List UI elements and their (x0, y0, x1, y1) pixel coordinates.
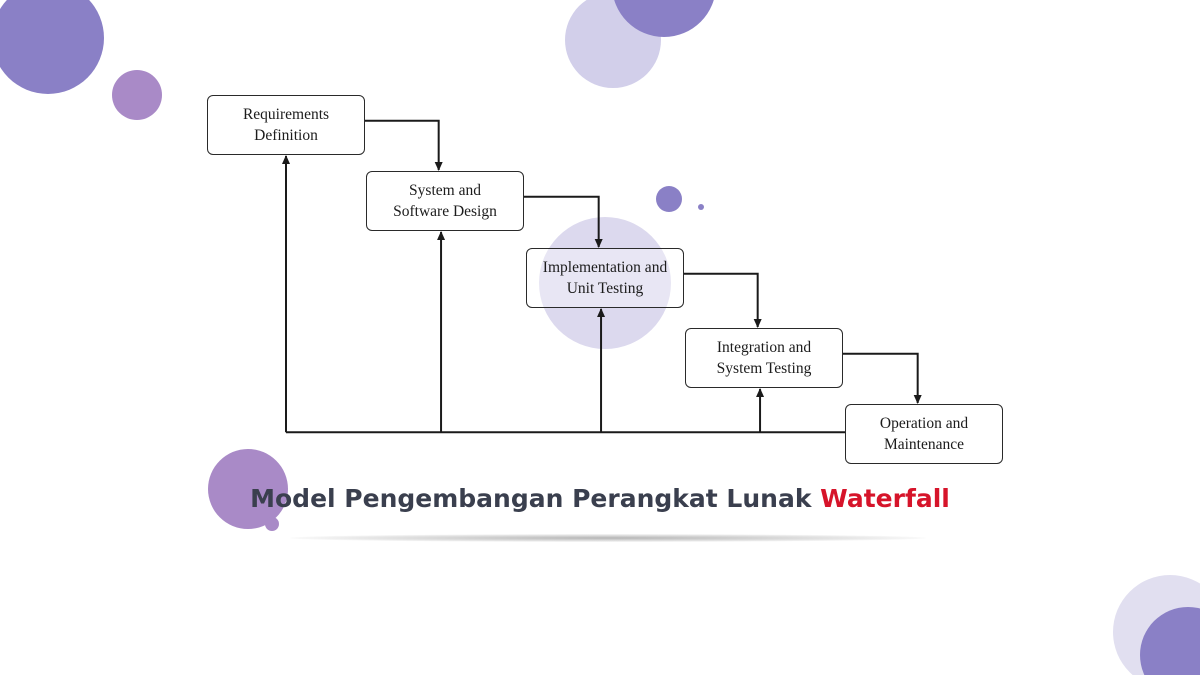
forward-arrow (365, 119, 443, 171)
stage-system-software-design: System and Software Design (366, 171, 524, 231)
forward-arrow (843, 352, 922, 404)
stage-label: Implementation and Unit Testing (542, 259, 668, 297)
title-main-text: Model Pengembangan Perangkat Lunak (250, 484, 812, 513)
forward-arrow (684, 272, 762, 328)
bubble-mid-dot (698, 204, 704, 210)
stage-operation-maintenance: Operation and Maintenance (845, 404, 1003, 464)
bubble-bottom-right-dark (1140, 607, 1200, 675)
bubble-bottom-left-dot (265, 517, 279, 531)
bubble-top-center-dark (614, 0, 714, 37)
bubble-top-left-small (112, 70, 162, 120)
stage-label: Integration and System Testing (716, 339, 812, 377)
bubble-top-left-large (0, 0, 104, 94)
stage-label: Requirements Definition (242, 106, 330, 144)
stage-requirements-definition: Requirements Definition (207, 95, 365, 155)
stage-integration-system-testing: Integration and System Testing (685, 328, 843, 388)
stage-label: System and Software Design (393, 182, 497, 220)
forward-arrow (524, 195, 603, 248)
stage-label: Operation and Maintenance (879, 415, 969, 453)
bubble-mid-small (656, 186, 682, 212)
page-title: Model Pengembangan Perangkat Lunak Water… (0, 484, 1200, 513)
bubble-center-light (539, 217, 671, 349)
title-accent-text: Waterfall (820, 484, 950, 513)
bubble-bottom-left (208, 449, 288, 529)
title-underline-shadow (290, 534, 926, 542)
stage-implementation-unit-testing: Implementation and Unit Testing (526, 248, 684, 308)
